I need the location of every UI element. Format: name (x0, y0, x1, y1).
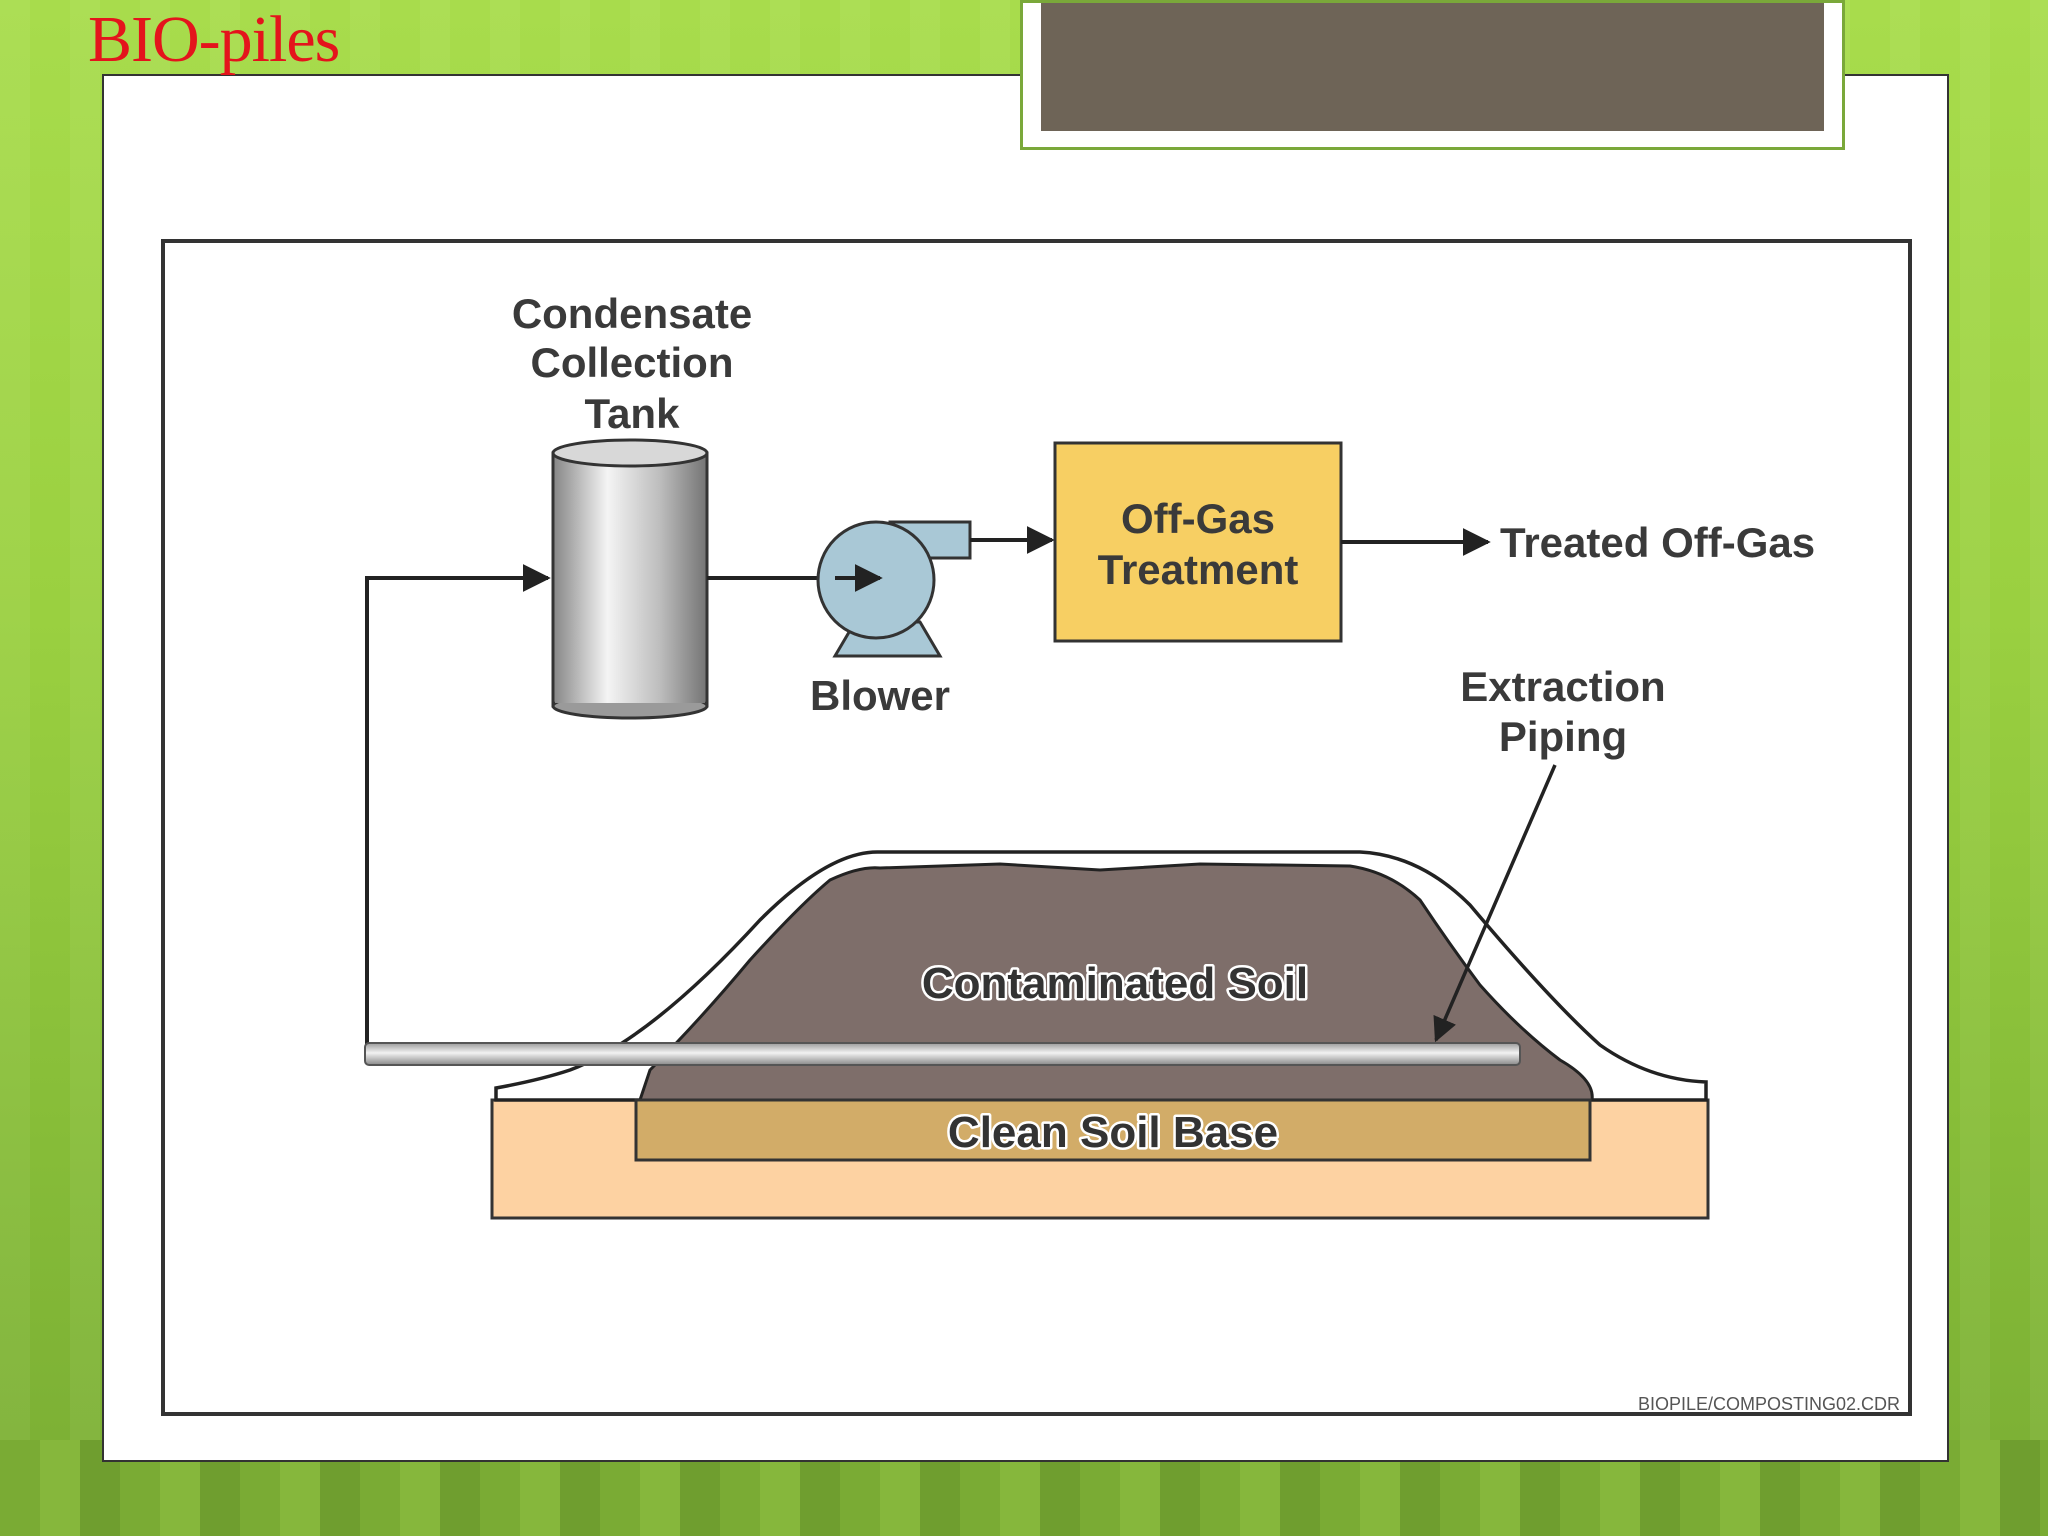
piping-label-line2: Piping (1499, 713, 1627, 760)
treatment-label-line1: Off-Gas (1121, 495, 1275, 542)
treatment-label-line2: Treatment (1098, 546, 1299, 593)
return-line (365, 564, 551, 1055)
contaminated-soil-label: Contaminated Soil (922, 959, 1308, 1008)
clean-soil-base (634, 1098, 1592, 1162)
piping-label-line1: Extraction (1460, 663, 1665, 710)
file-code-label: BIOPILE/COMPOSTING02.CDR (1638, 1394, 1900, 1414)
clean-soil-base-label: Clean Soil Base (948, 1108, 1278, 1157)
condensate-tank-icon (551, 438, 709, 720)
treated-off-gas-label: Treated Off-Gas (1500, 519, 1815, 566)
tank-label-line2: Collection (530, 339, 733, 386)
title-placeholder-box (1020, 0, 1845, 150)
blower-icon (816, 520, 972, 658)
diagram-border (161, 239, 1912, 1416)
extraction-pipe (364, 1042, 1521, 1066)
tank-label-line3: Tank (585, 390, 681, 437)
off-gas-treatment-box (1053, 441, 1343, 643)
title-placeholder-fill (1041, 3, 1824, 131)
extraction-piping-pointer (1433, 764, 1557, 1043)
slide-title: BIO-piles (88, 3, 340, 76)
contaminated-soil-pile (637, 862, 1594, 1102)
blower-label: Blower (810, 672, 950, 719)
tank-label-line1: Condensate (512, 290, 752, 337)
